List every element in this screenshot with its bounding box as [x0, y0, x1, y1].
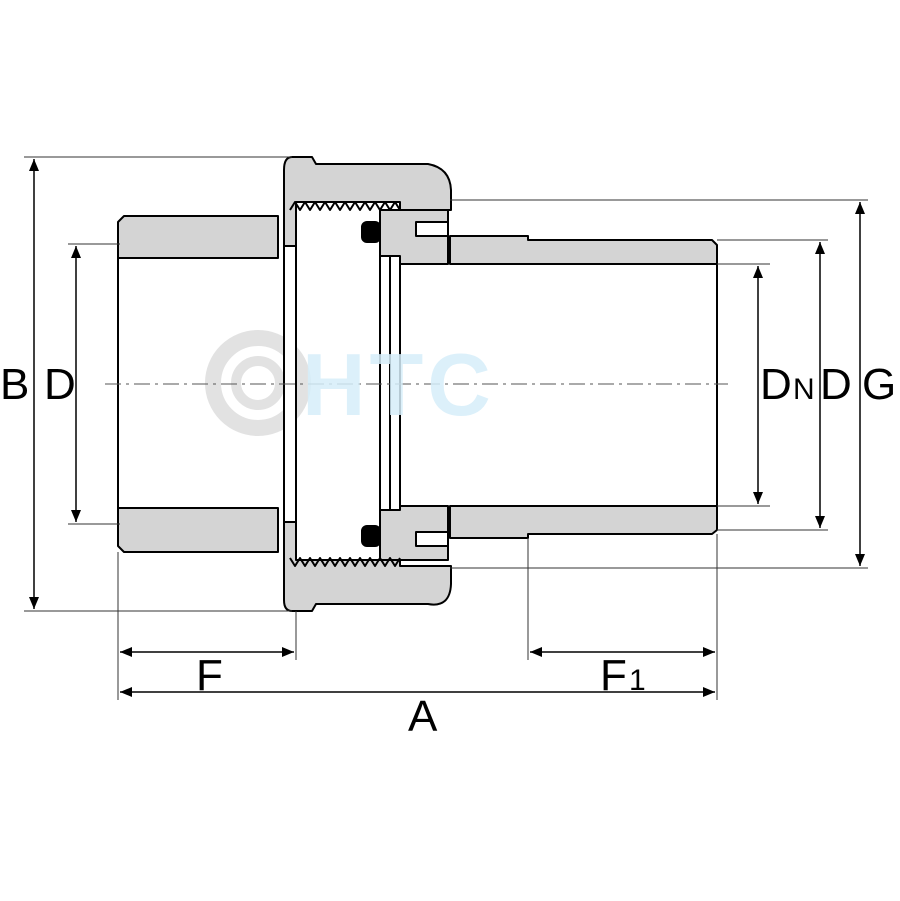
left-socket-top — [117, 215, 279, 259]
label-B: B — [0, 360, 29, 409]
o-ring-top-icon — [361, 221, 381, 243]
label-DN: D — [760, 360, 792, 409]
label-F1-subscript: 1 — [629, 664, 646, 697]
watermark-ring-icon — [205, 330, 311, 436]
label-D-left: D — [44, 360, 76, 409]
union-nut-bottom — [283, 507, 452, 612]
label-D-right: D — [820, 360, 852, 409]
watermark — [205, 330, 311, 436]
watermark-ring-inner-icon — [231, 356, 285, 410]
left-socket-bottom — [117, 507, 279, 553]
label-G: G — [862, 360, 896, 409]
o-ring-bottom-icon — [361, 525, 381, 547]
label-DN-subscript: N — [793, 373, 815, 406]
spigot-bottom — [449, 505, 718, 539]
retainer-bottom — [415, 531, 449, 547]
label-F1: F — [600, 651, 627, 700]
thread-bottom — [289, 557, 401, 567]
spigot-top — [449, 235, 718, 265]
thread-top — [289, 201, 401, 211]
watermark-text: HTC — [302, 335, 495, 434]
retainer-top — [415, 221, 449, 237]
label-A: A — [408, 692, 438, 741]
label-F: F — [196, 651, 223, 700]
dimension-lines — [29, 159, 865, 697]
extension-lines — [24, 156, 868, 700]
union-body — [117, 156, 718, 612]
